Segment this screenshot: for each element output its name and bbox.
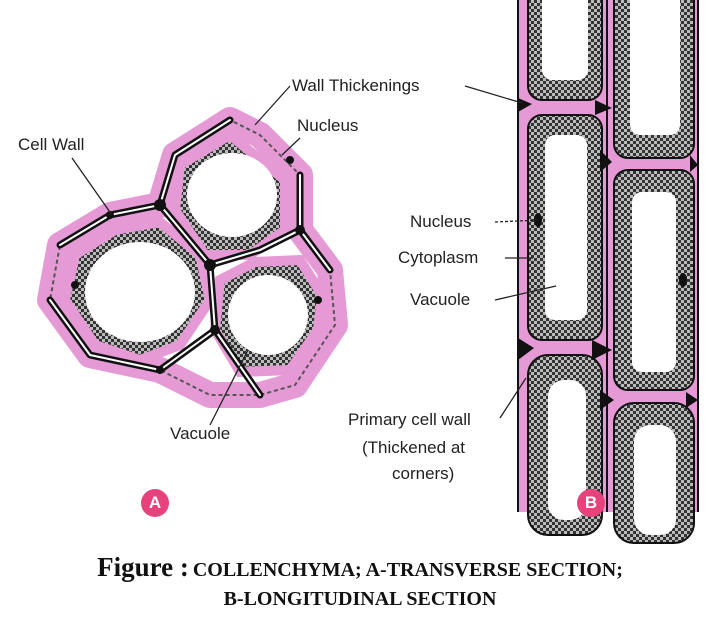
label-primary-wall-1: Primary cell wall	[348, 410, 471, 429]
caption-prefix: Figure :	[97, 552, 189, 582]
caption-line-1: Figure : COLLENCHYMA; A-TRANSVERSE SECTI…	[0, 552, 720, 583]
label-vacuole-b: Vacuole	[410, 290, 471, 309]
label-wall-thickenings: Wall Thickenings	[292, 76, 420, 95]
label-vacuole-a: Vacuole	[170, 424, 231, 443]
badge-a: A	[141, 489, 169, 517]
caption-text-2: B-LONGITUDINAL SECTION	[223, 588, 497, 610]
label-cytoplasm: Cytoplasm	[398, 248, 479, 267]
badge-b: B	[577, 489, 605, 517]
longitudinal-section	[517, 0, 699, 544]
transverse-section	[37, 107, 348, 408]
leader-lines	[71, 85, 557, 426]
label-cell-wall: Cell Wall	[18, 135, 85, 154]
label-primary-wall-2: (Thickened at	[362, 438, 465, 457]
label-nucleus-a: Nucleus	[297, 116, 359, 135]
caption-text-1: COLLENCHYMA; A-TRANSVERSE SECTION;	[192, 559, 623, 581]
caption-line-2: B-LONGITUDINAL SECTION	[0, 588, 720, 611]
label-nucleus-b: Nucleus	[410, 212, 472, 231]
label-primary-wall-3: corners)	[392, 464, 455, 483]
